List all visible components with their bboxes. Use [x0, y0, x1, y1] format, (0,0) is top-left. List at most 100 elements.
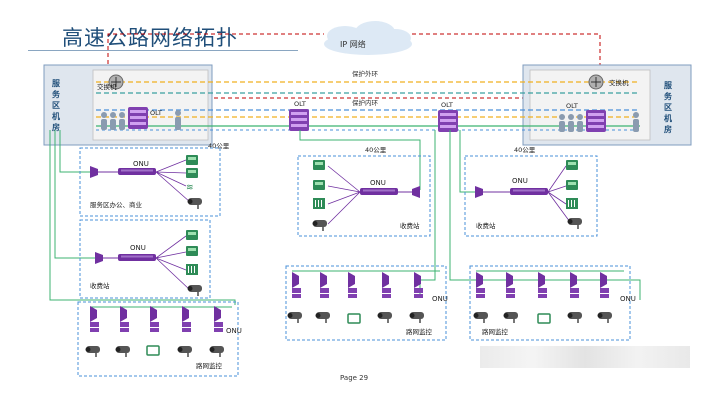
cluster-monitor-right: [469, 265, 631, 341]
splitter-onu-icon: [90, 306, 99, 332]
page-number: Page 29: [340, 374, 369, 382]
splitter-onu-icon: [600, 272, 609, 298]
switch-left-label: 交换机: [97, 82, 117, 91]
splitter-onu-icon: [348, 272, 357, 298]
cluster-office: [79, 147, 221, 217]
toll-left-label: 收费站: [90, 281, 110, 290]
monitor-icon: [347, 313, 361, 324]
cloud-label: IP 网络: [340, 39, 366, 49]
service-room-left-label: 服 务 区 机 房: [52, 79, 61, 132]
splitter-onu-icon: [570, 272, 579, 298]
trunk-monitor-left: [49, 130, 236, 305]
barcode-reader-icon: [566, 198, 578, 209]
onu-office-label: ONU: [133, 160, 149, 168]
onu-icon: [510, 188, 548, 195]
olt-icon: [289, 109, 309, 131]
monitor-icon: [537, 313, 551, 324]
inner-ring-label: 保护内环: [352, 98, 379, 107]
trunk-toll-right: [459, 130, 475, 193]
camera-icon: [312, 220, 327, 231]
splitter-icon: [412, 186, 420, 198]
camera-icon: [473, 312, 488, 323]
camera-icon: [315, 312, 330, 323]
ip-network-cloud: [324, 21, 412, 55]
splitter-onu-icon: [150, 306, 159, 332]
onu-monitor-left-label: ONU: [226, 327, 242, 335]
camera-icon: [409, 312, 424, 323]
monitor-icon: [146, 345, 160, 356]
cluster-monitor-left: [77, 301, 239, 377]
people-icon: [101, 110, 181, 130]
svg-text:务: 务: [664, 91, 673, 101]
splitter-onu-icon: [538, 272, 547, 298]
svg-text:区: 区: [664, 103, 672, 112]
onu-monitor-right-label: ONU: [620, 295, 636, 303]
camera-icon: [85, 346, 100, 357]
camera-icon: [177, 346, 192, 357]
splitter-icon: [90, 166, 98, 178]
switch-icon: [588, 74, 604, 90]
splitter-icon: [95, 252, 103, 264]
splitter-onu-icon: [506, 272, 515, 298]
wifi-icon: ≋: [186, 183, 194, 193]
office-label: 服务区办公、商业: [90, 200, 143, 209]
phone-icon: [313, 160, 325, 170]
toll-right-label: 收费站: [476, 221, 496, 230]
monitor-left-label: 路网监控: [196, 361, 223, 370]
cluster-toll-left: [79, 219, 211, 299]
camera-icon: [597, 312, 612, 323]
splitter-onu-icon: [382, 272, 391, 298]
olt-icon: [128, 107, 148, 129]
splitter-onu-icon: [182, 306, 191, 332]
onu-toll-left-label: ONU: [130, 244, 146, 252]
outer-ring-label: 保护外环: [352, 69, 379, 78]
switch-right-label: 交换机: [609, 78, 629, 87]
trunk-monitor-mid: [419, 130, 436, 298]
core-uplink-red: [107, 33, 601, 78]
cluster-toll-mid: [297, 155, 431, 237]
svg-text:服: 服: [52, 79, 61, 88]
camera-icon: [187, 285, 202, 296]
phone-icon: [186, 168, 198, 178]
camera-icon: [287, 312, 302, 323]
olt-right-label: OLT: [566, 102, 578, 110]
svg-text:机: 机: [664, 113, 672, 123]
trunk-toll-left: [54, 130, 95, 259]
onu-toll-right-label: ONU: [512, 177, 528, 185]
splitter-onu-icon: [414, 272, 423, 298]
olt-mid2-label: OLT: [441, 101, 453, 109]
splitter-onu-icon: [214, 306, 223, 332]
switch-icon: [108, 74, 124, 90]
splitter-onu-icon: [292, 272, 301, 298]
trunk-toll-mid: [299, 130, 421, 190]
olt-icon: [586, 110, 606, 132]
blurred-watermark: [480, 346, 690, 368]
cluster-toll-right: [464, 155, 598, 237]
distance-label-3: 40公里: [514, 146, 536, 154]
svg-text:机: 机: [52, 111, 60, 121]
onu-toll-mid-label: ONU: [370, 179, 386, 187]
monitor-right-label: 路网监控: [482, 327, 509, 336]
camera-icon: [377, 312, 392, 323]
olt-left-label: OLT: [150, 109, 162, 117]
olt-mid1-label: OLT: [294, 100, 306, 108]
svg-text:房: 房: [664, 124, 672, 134]
camera-icon: [503, 312, 518, 323]
camera-icon: [567, 312, 582, 323]
onu-monitor-mid-label: ONU: [432, 295, 448, 303]
service-room-right-label: 服 务 区 机 房: [664, 81, 673, 134]
phone-icon: [186, 155, 198, 165]
svg-text:服: 服: [664, 81, 673, 90]
camera-icon: [115, 346, 130, 357]
distance-label-2: 40公里: [365, 146, 387, 154]
onu-icon: [360, 188, 398, 195]
svg-text:房: 房: [52, 122, 60, 132]
people-icon: [559, 112, 639, 132]
svg-text:务: 务: [52, 89, 61, 99]
splitter-onu-icon: [120, 306, 129, 332]
cluster-monitor-mid: [285, 265, 447, 341]
camera-icon: [567, 218, 582, 229]
phone-icon: [566, 180, 578, 190]
olt-icon: [438, 110, 458, 132]
